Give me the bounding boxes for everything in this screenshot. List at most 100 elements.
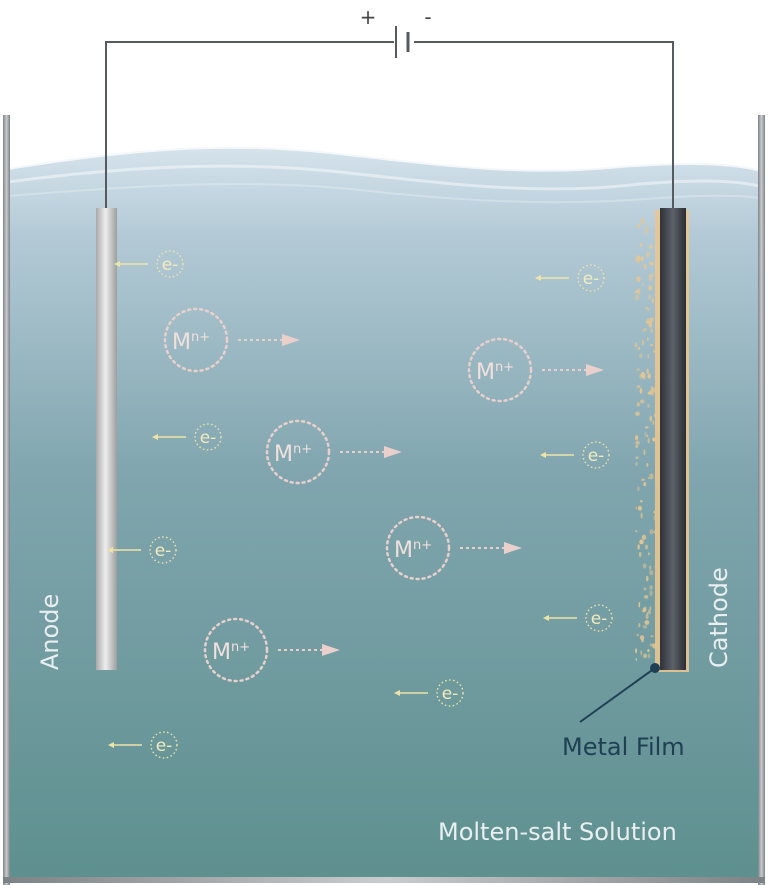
film-particle: [639, 539, 644, 545]
metal-ion: Mn+: [467, 337, 604, 403]
electron-ring: [194, 423, 222, 451]
film-particle: [643, 587, 647, 591]
film-particle: [645, 575, 649, 582]
film-particle: [644, 594, 649, 599]
film-particle: [651, 392, 654, 396]
film-particle: [640, 650, 643, 656]
film-particle: [634, 342, 638, 348]
film-particle: [654, 281, 657, 287]
film-particle: [652, 387, 657, 393]
film-particle: [653, 350, 657, 353]
cathode-electrode: [660, 208, 686, 670]
film-particle: [642, 653, 648, 659]
film-particle: [649, 529, 654, 535]
ion-label: Mn+: [394, 538, 432, 563]
electron-arrow-head: [107, 547, 113, 553]
film-particle: [644, 230, 648, 235]
electron: e-: [394, 679, 464, 707]
film-particle: [635, 506, 637, 510]
film-particle: [635, 462, 638, 466]
film-particle: [647, 648, 650, 653]
cathode-assembly: [634, 208, 689, 672]
film-particle: [635, 411, 640, 416]
ion-arrow-head: [504, 542, 522, 554]
electron-arrow-head: [394, 690, 400, 696]
film-particle: [640, 256, 644, 262]
film-particle: [644, 226, 649, 233]
film-particle: [648, 565, 652, 570]
film-particle: [637, 544, 640, 550]
film-particle: [644, 431, 646, 437]
electron-arrow-head: [535, 275, 541, 281]
electron-label: e-: [588, 446, 605, 466]
ion-label: Mn+: [476, 360, 514, 385]
electrons: e-e-e-e-e-e-e-e-: [107, 250, 613, 759]
metal-film-pointer-dot: [650, 663, 660, 673]
film-particle: [653, 530, 658, 534]
film-particle: [639, 353, 643, 359]
film-particle: [635, 456, 639, 460]
metal-ion: Mn+: [385, 515, 522, 581]
film-particle: [643, 481, 647, 487]
film-particle: [645, 613, 649, 620]
film-particle: [635, 444, 639, 448]
film-particle: [648, 294, 651, 300]
film-particle: [642, 563, 647, 569]
film-particle: [649, 643, 655, 647]
film-particle: [637, 224, 640, 229]
anode-label: Anode: [36, 594, 64, 670]
film-particle: [637, 258, 640, 264]
electron: e-: [114, 250, 184, 278]
film-particle: [637, 486, 640, 491]
ion-label: Mn+: [172, 330, 210, 355]
electron-label: e-: [156, 736, 173, 756]
electron-arrow-head: [108, 742, 114, 748]
electron-label: e-: [162, 255, 179, 275]
film-particle: [652, 437, 657, 442]
film-particle: [635, 648, 638, 654]
film-particle: [647, 353, 650, 359]
film-particle: [647, 373, 651, 379]
film-particle: [645, 307, 648, 310]
film-particle: [646, 462, 649, 467]
electron-label: e-: [591, 609, 608, 629]
electron-ring: [582, 441, 610, 469]
film-particle: [653, 510, 656, 514]
film-particle: [649, 473, 654, 480]
film-particle: [644, 327, 647, 331]
film-particle: [636, 633, 640, 637]
electron-ring: [585, 604, 613, 632]
metal-film-label: Metal Film: [562, 733, 685, 761]
film-particle: [639, 387, 643, 394]
film-particle: [638, 346, 641, 351]
electron-arrow-head: [540, 452, 546, 458]
ion-ring: [265, 419, 331, 485]
film-particle: [647, 307, 650, 312]
film-particle: [650, 385, 653, 392]
film-particle: [649, 606, 652, 611]
film-particle: [649, 570, 654, 576]
film-particle: [640, 512, 643, 519]
electron-arrow-head: [152, 434, 158, 440]
film-particle: [644, 426, 649, 429]
electron-ring: [156, 250, 184, 278]
electron-label: e-: [442, 684, 459, 704]
positive-terminal-label: +: [360, 5, 377, 29]
film-particle: [648, 653, 651, 659]
metal-film-particles: [634, 217, 658, 661]
electron: e-: [543, 604, 613, 632]
film-particle: [646, 368, 649, 375]
surface-wave: [7, 144, 761, 172]
electron: e-: [535, 264, 605, 292]
negative-terminal-label: -: [424, 5, 431, 29]
anode-electrode: [96, 208, 117, 670]
film-particle: [636, 289, 640, 293]
electron: e-: [152, 423, 222, 451]
film-particle: [643, 264, 648, 267]
film-particle: [648, 323, 653, 328]
film-particle: [640, 399, 645, 404]
film-particle: [642, 373, 646, 380]
electron-label: e-: [155, 541, 172, 561]
film-particle: [649, 261, 654, 266]
electron-ring: [149, 536, 177, 564]
